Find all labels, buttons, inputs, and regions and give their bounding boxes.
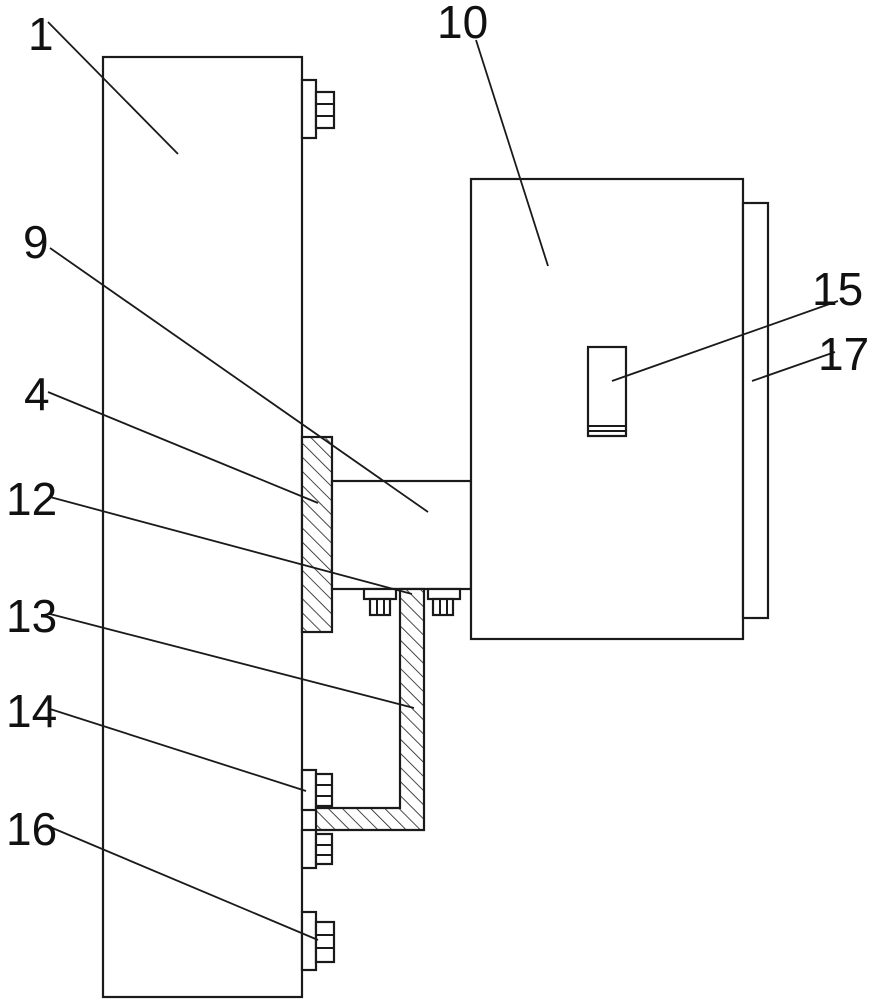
- middle-bolt-upper: [300, 768, 334, 812]
- label-9: 9: [23, 216, 49, 268]
- connecting-beam: [330, 479, 473, 591]
- l-bracket: [314, 587, 426, 832]
- side-cover: [741, 201, 770, 620]
- bottom-bolt: [300, 910, 336, 972]
- main-panel: [101, 55, 304, 999]
- label-1: 1: [28, 8, 54, 60]
- middle-bolt-lower: [300, 828, 334, 870]
- leader-lines: [47, 21, 839, 941]
- beam-bolts: [362, 587, 462, 617]
- indicator-window: [586, 345, 628, 438]
- label-12: 12: [6, 473, 57, 525]
- label-14: 14: [6, 685, 57, 737]
- label-4: 4: [24, 368, 50, 420]
- label-13: 13: [6, 590, 57, 642]
- label-16: 16: [6, 803, 57, 855]
- mounting-plate: [300, 435, 334, 634]
- top-bolt: [300, 78, 336, 140]
- label-17: 17: [818, 328, 869, 380]
- label-15: 15: [812, 263, 863, 315]
- label-10: 10: [437, 0, 488, 48]
